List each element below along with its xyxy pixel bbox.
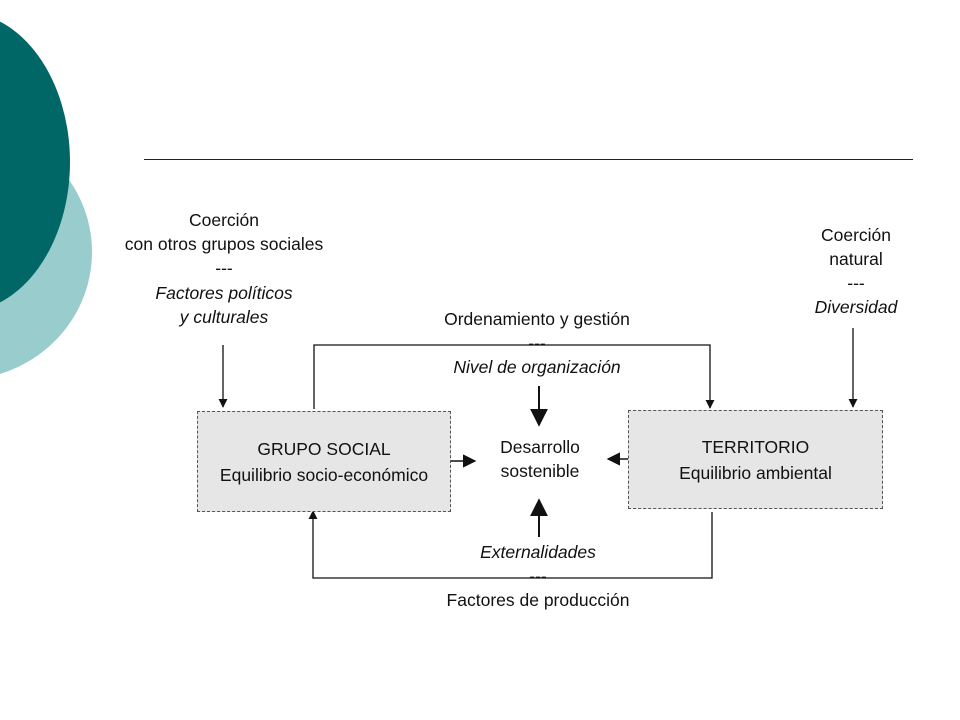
center-line2: sostenible <box>500 461 580 481</box>
territorio-box: TERRITORIO Equilibrio ambiental <box>628 410 883 509</box>
bottom-flow-italic: Externalidades <box>480 542 596 562</box>
left-input-line1: Coerción <box>188 210 260 230</box>
bottom-flow-label: Factores de producción <box>446 590 630 610</box>
grupo-social-title: GRUPO SOCIAL <box>257 438 391 459</box>
territorio-subtitle: Equilibrio ambiental <box>679 462 832 483</box>
loop-factores <box>308 510 713 579</box>
center-line1: Desarrollo <box>500 437 580 457</box>
decorative-circles <box>0 21 92 374</box>
top-flow-label: Ordenamiento y gestión <box>444 309 630 329</box>
bottom-flow-separator: --- <box>529 566 547 586</box>
right-input-separator: --- <box>847 273 865 293</box>
left-input-italic1: Factores políticos <box>155 283 293 303</box>
grupo-social-subtitle: Equilibrio socio-económico <box>219 464 429 485</box>
right-input-line1: Coerción <box>820 225 892 245</box>
dark-teal-circle <box>0 21 70 303</box>
top-flow-separator: --- <box>528 333 546 353</box>
right-input-italic1: Diversidad <box>814 297 898 317</box>
left-input-separator: --- <box>215 258 233 278</box>
top-flow-italic: Nivel de organización <box>453 357 621 377</box>
territorio-title: TERRITORIO <box>701 436 810 457</box>
left-input-line2: con otros grupos sociales <box>124 234 324 254</box>
right-input-line2: natural <box>829 249 883 269</box>
grupo-social-box: GRUPO SOCIAL Equilibrio socio-económico <box>197 411 451 512</box>
title-divider <box>144 159 913 160</box>
loop-ordenamiento <box>313 344 715 409</box>
left-input-italic2: y culturales <box>179 307 269 327</box>
